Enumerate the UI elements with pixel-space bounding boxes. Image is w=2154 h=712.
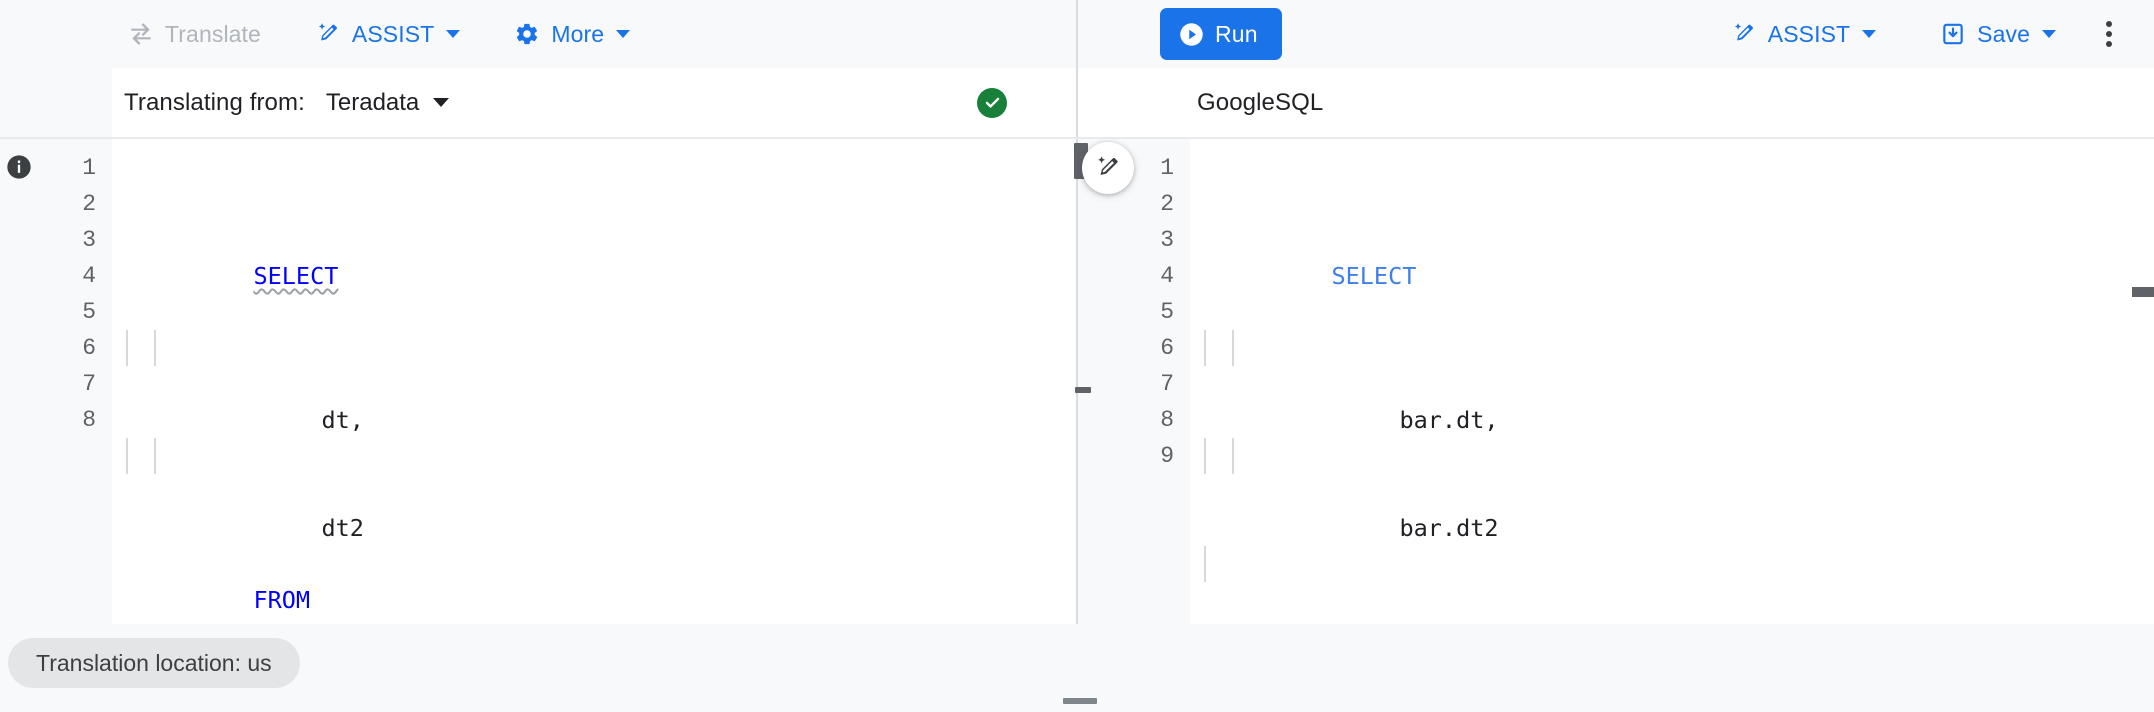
line-number: 5	[82, 299, 96, 325]
header-gutter-pad	[0, 68, 112, 137]
assist-fab-button[interactable]	[1082, 142, 1134, 194]
check-circle-icon	[985, 97, 999, 108]
line-number: 8	[1160, 407, 1174, 433]
divider-drag-handle[interactable]	[1075, 387, 1091, 393]
chevron-down-icon	[433, 98, 450, 107]
source-assist-label: ASSIST	[351, 20, 435, 47]
source-assist-button[interactable]: ASSIST	[305, 10, 470, 58]
save-button[interactable]: Save	[1930, 10, 2066, 58]
sql-keyword: SELECT	[253, 262, 339, 290]
sql-text: dt2	[321, 514, 364, 542]
code-line: SELECT	[1190, 222, 2154, 290]
line-number: 3	[82, 227, 96, 253]
sql-text: dt,	[321, 406, 364, 434]
editors-area: 1 2 3 4 5 6 7 8 SELECT dt, dt2	[0, 137, 2154, 626]
translating-from-label: Translating from:	[124, 88, 305, 116]
code-line: dt2	[112, 438, 1076, 542]
target-assist-button[interactable]: ASSIST	[1721, 10, 1886, 58]
status-badge	[977, 87, 1007, 118]
code-line: FROM	[1190, 546, 2154, 626]
run-button[interactable]: Run	[1160, 8, 1282, 60]
code-line: SELECT	[112, 222, 1076, 290]
chevron-down-icon	[1862, 30, 1877, 38]
source-code-text[interactable]: SELECT dt, dt2 FROM foo.bar	[112, 139, 1076, 626]
translation-location-chip[interactable]: Translation location: us	[8, 638, 300, 688]
translate-button[interactable]: Translate	[118, 10, 271, 58]
magic-pencil-icon	[1098, 156, 1118, 175]
line-number: 2	[82, 191, 96, 217]
target-assist-label: ASSIST	[1767, 20, 1851, 47]
target-panel-header: GoogleSQL	[1078, 68, 2154, 137]
horizontal-resize-handle[interactable]	[1063, 698, 1097, 704]
line-number: 3	[1160, 227, 1174, 253]
chevron-down-icon	[616, 30, 631, 38]
line-number: 6	[82, 335, 96, 361]
line-number: 4	[82, 263, 96, 289]
code-line: bar.dt,	[1190, 330, 2154, 434]
source-info-column	[0, 139, 38, 626]
line-number: 7	[1160, 371, 1174, 397]
source-panel-header: Translating from: Teradata	[0, 68, 1078, 137]
line-number: 7	[82, 371, 96, 397]
magic-pencil-icon	[315, 21, 341, 47]
run-label: Run	[1215, 20, 1258, 47]
line-number: 5	[1160, 299, 1174, 325]
target-line-numbers: 1 2 3 4 5 6 7 8 9	[1078, 139, 1190, 626]
info-icon[interactable]	[5, 153, 33, 181]
line-number: 8	[82, 407, 96, 433]
chevron-down-icon	[2042, 30, 2056, 38]
source-dialect-value: Teradata	[325, 88, 420, 116]
source-toolbar: Translate ASSIST More	[0, 0, 1078, 68]
save-label: Save	[1977, 20, 2030, 47]
chevron-down-icon	[446, 30, 461, 38]
code-line: bar.dt2	[1190, 438, 2154, 542]
target-dialect-label: GoogleSQL	[1197, 88, 1324, 116]
line-number: 4	[1160, 263, 1174, 289]
line-number: 6	[1160, 335, 1174, 361]
sql-text: bar.dt,	[1399, 406, 1499, 434]
translate-swap-icon	[128, 21, 154, 47]
panel-headers: Translating from: Teradata GoogleSQL	[0, 68, 2154, 137]
vertical-scrollbar-thumb[interactable]	[2132, 287, 2154, 297]
source-editor[interactable]: 1 2 3 4 5 6 7 8 SELECT dt, dt2	[0, 139, 1078, 626]
kebab-menu-icon[interactable]	[2086, 11, 2132, 57]
more-label: More	[551, 20, 605, 47]
line-number: 2	[1160, 191, 1174, 217]
gear-icon	[514, 21, 540, 47]
code-line: dt,	[112, 330, 1076, 434]
sql-keyword: FROM	[253, 586, 311, 614]
sql-keyword: SELECT	[1331, 262, 1417, 290]
code-line: FROM	[112, 546, 1076, 614]
top-toolbar: Translate ASSIST More	[0, 0, 2154, 68]
pane-divider[interactable]	[1075, 137, 1091, 624]
target-code-text[interactable]: SELECT bar.dt, bar.dt2 FROM foo.bar	[1190, 139, 2154, 626]
save-disk-icon	[1940, 21, 1966, 47]
more-button[interactable]: More	[504, 10, 640, 58]
line-number: 1	[1160, 155, 1174, 181]
translate-label: Translate	[165, 20, 261, 47]
source-dialect-select[interactable]: Teradata	[325, 88, 450, 117]
translation-location-label: Translation location: us	[36, 649, 272, 676]
magic-pencil-icon	[1731, 21, 1757, 47]
line-number: 1	[82, 155, 96, 181]
source-line-numbers: 1 2 3 4 5 6 7 8	[38, 139, 112, 626]
target-editor[interactable]: 1 2 3 4 5 6 7 8 9 SELECT bar.dt,	[1078, 139, 2154, 626]
footer-bar: Translation location: us	[0, 624, 2154, 712]
play-circle-icon	[1178, 21, 1205, 48]
target-toolbar: Run ASSIST	[1078, 0, 2154, 68]
sql-text: bar.dt2	[1399, 514, 1499, 542]
line-number: 9	[1160, 443, 1174, 469]
